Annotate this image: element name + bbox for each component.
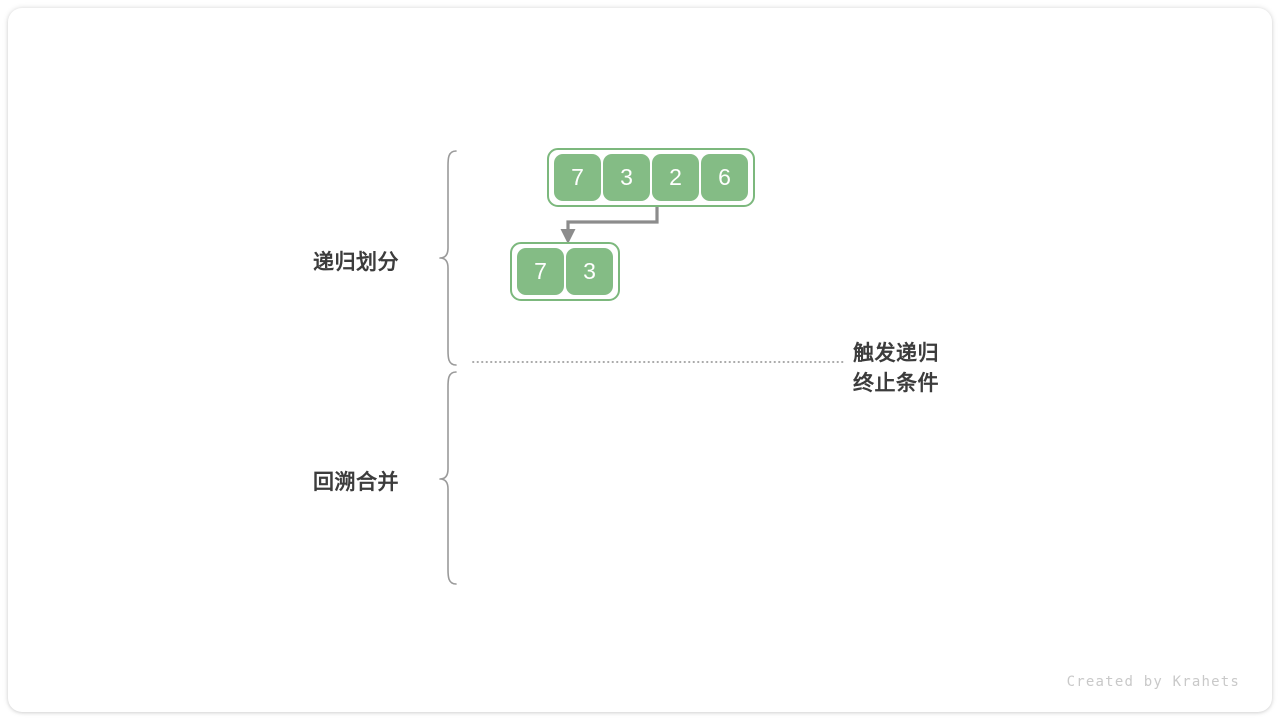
array-cell: 7 [517, 248, 564, 295]
array-cell: 7 [554, 154, 601, 201]
array-cell: 3 [603, 154, 650, 201]
recursion-arrow [566, 207, 659, 232]
annotation-terminate-line1: 触发递归 [853, 342, 939, 365]
brace-divide [439, 150, 457, 366]
diagram-vector-layer [439, 150, 845, 585]
array-root: 7 3 2 6 [547, 148, 755, 207]
stage-label-backtrack-merge: 回溯合并 [313, 471, 399, 494]
array-cell: 2 [652, 154, 699, 201]
watermark-credit: Created by Krahets [1066, 674, 1240, 690]
stage-label-recursive-divide: 递归划分 [313, 251, 399, 274]
array-cell: 3 [566, 248, 613, 295]
annotation-terminate-line2: 终止条件 [853, 372, 939, 395]
annotation-terminate-condition: 触发递归 终止条件 [853, 339, 939, 399]
brace-merge [439, 371, 457, 585]
array-left-subarray: 7 3 [510, 242, 620, 301]
array-cell: 6 [701, 154, 748, 201]
diagram-canvas: 递归划分 回溯合并 触发递归 终止条件 7 3 2 6 7 3 Created … [8, 8, 1272, 712]
